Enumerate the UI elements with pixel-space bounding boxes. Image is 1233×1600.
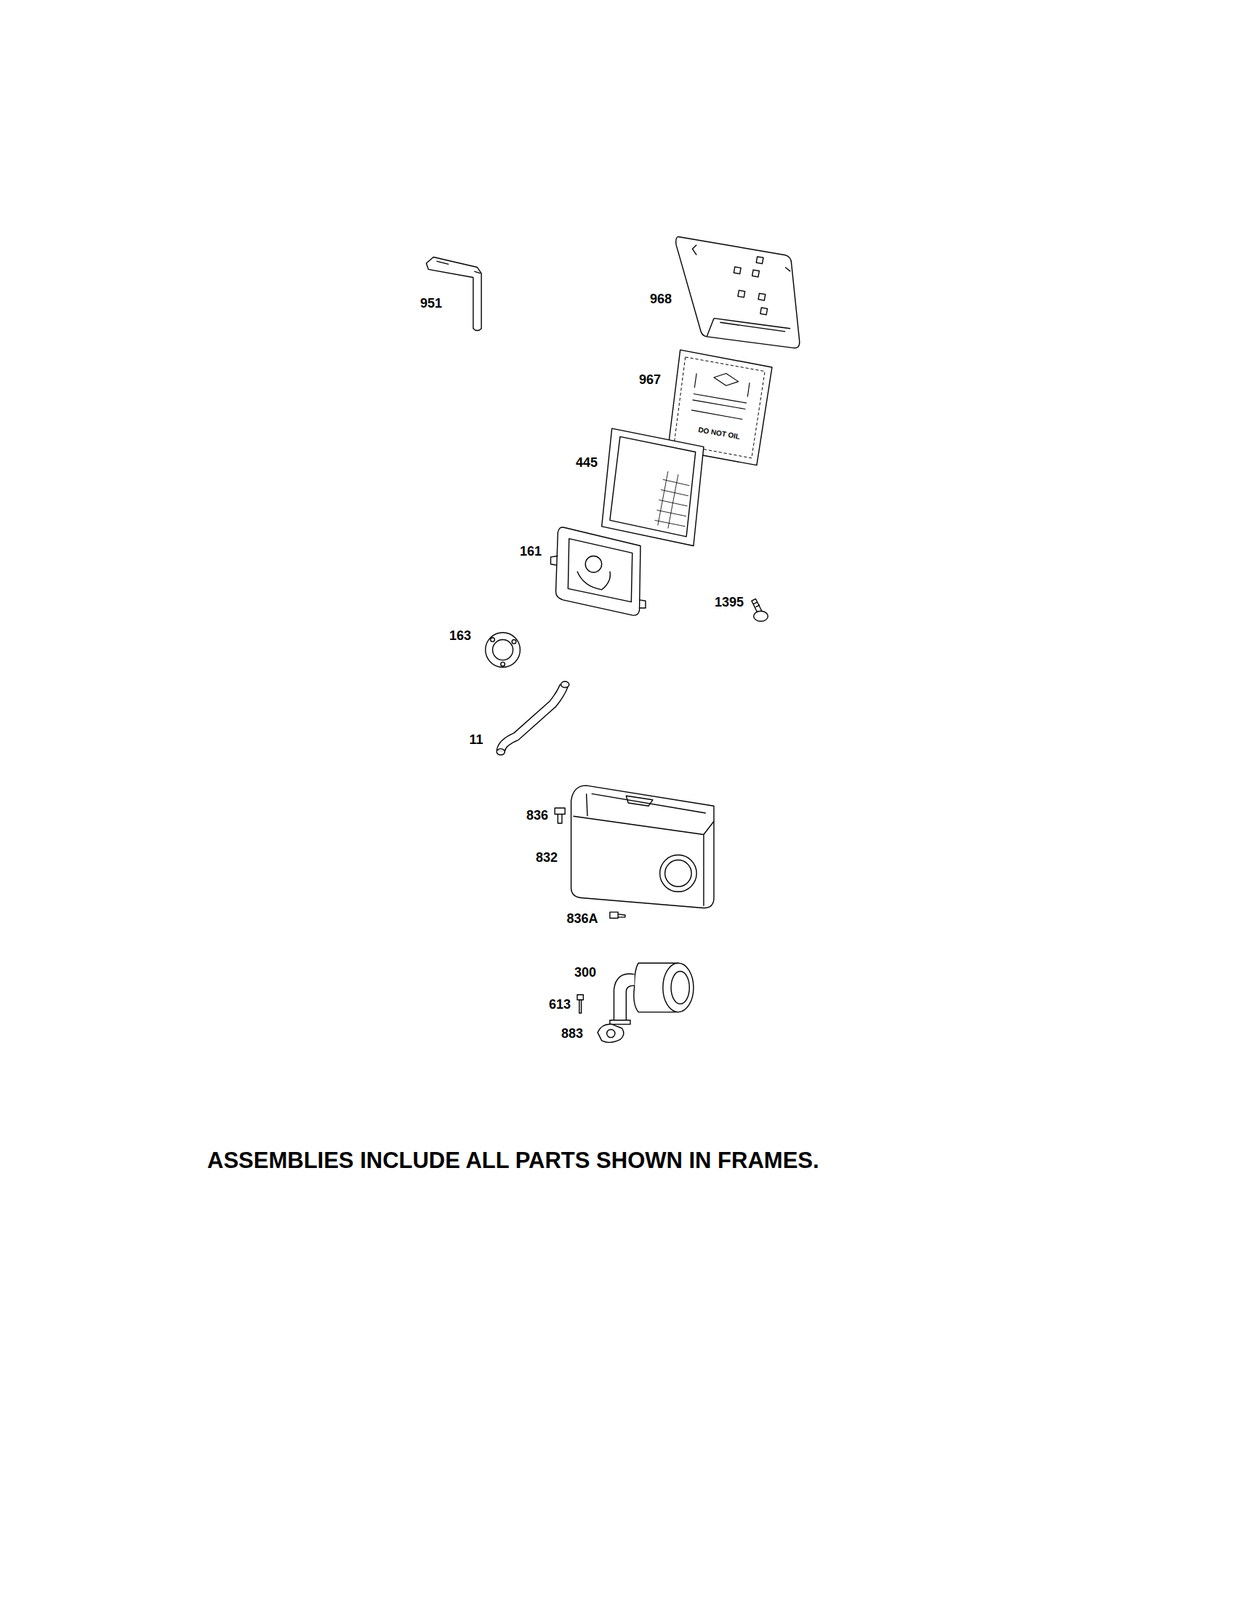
gasket-hole: [490, 637, 496, 642]
gasket-hole: [492, 639, 514, 661]
callout-number: 161: [519, 544, 542, 558]
elbow-cap: [663, 962, 694, 1012]
callout-number: 163: [449, 628, 472, 642]
base-hole: [585, 556, 602, 573]
callout-number: 883: [561, 1026, 584, 1040]
decal-border: [673, 356, 765, 459]
elbow-cap: [671, 970, 690, 1004]
muffler-part: [571, 785, 714, 908]
elbow-pipe: [613, 973, 634, 1020]
base-detail: [551, 538, 646, 608]
bolt-part: [577, 994, 584, 1013]
gasket-hole: [511, 639, 517, 645]
tube-fill: [500, 685, 565, 751]
callout-number: 951: [420, 296, 443, 310]
caption: ASSEMBLIES INCLUDE ALL PARTS SHOWN IN FR…: [207, 1148, 820, 1172]
muffler-outlet: [660, 854, 698, 893]
cover-detail: [692, 245, 791, 337]
callout-number: 968: [649, 292, 672, 306]
bolt-head: [753, 610, 769, 621]
gasket-part: [597, 1023, 624, 1042]
muffler-outlet: [665, 860, 692, 887]
callout-number: 967: [639, 372, 661, 387]
callout-number: 11: [468, 732, 483, 746]
callout-number: 300: [574, 965, 597, 979]
callout-number: 832: [535, 850, 558, 864]
tube-end: [496, 748, 505, 755]
filter-pleats: [655, 471, 690, 529]
base-duct: [577, 571, 610, 590]
gasket-part: [485, 632, 521, 668]
tube-end: [561, 681, 570, 688]
filter-part: [601, 428, 704, 546]
screw-part: [609, 911, 626, 918]
muffler-detail: [572, 793, 714, 906]
screw-part: [554, 807, 565, 823]
callout-number: 445: [575, 455, 598, 469]
callout-number: 836A: [566, 911, 598, 925]
decal-lines: [691, 372, 750, 419]
lever-detail: [436, 260, 480, 274]
gasket-hole: [500, 661, 506, 666]
cover-vents: [733, 256, 767, 315]
tube-part: [500, 685, 565, 751]
lever-part: [426, 257, 482, 331]
cover-part: [676, 236, 800, 348]
elbow-flange: [609, 1019, 631, 1025]
callout-number: 1395: [714, 595, 744, 609]
gasket-hole: [607, 1028, 616, 1037]
callout-number: 836: [526, 808, 549, 822]
callout-number: 613: [548, 997, 571, 1011]
filter-inner: [609, 436, 696, 536]
